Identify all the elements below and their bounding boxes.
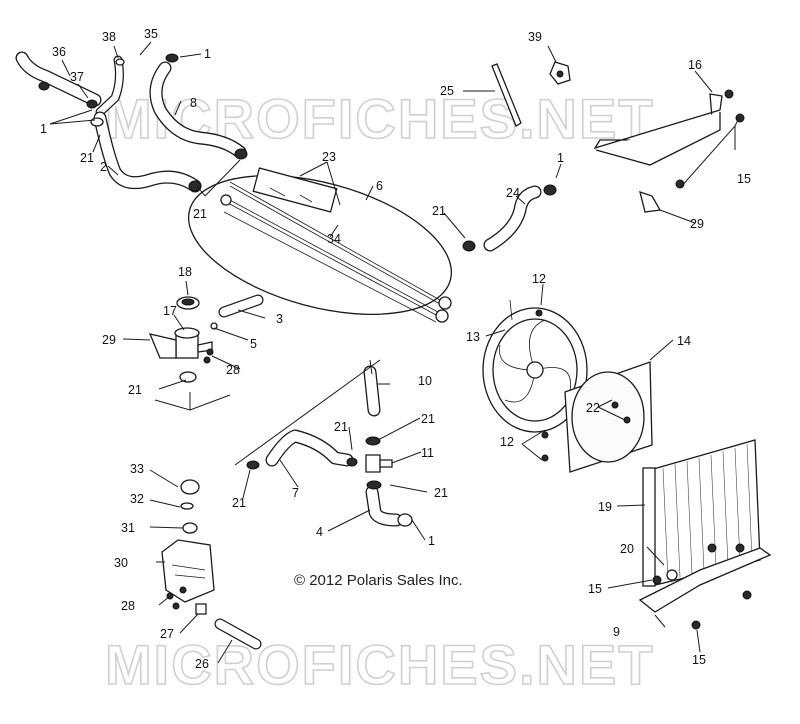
bracket-9 [638, 543, 772, 630]
callout-35: 35 [144, 27, 158, 41]
leader-lines [49, 41, 741, 664]
callout-15: 15 [737, 172, 751, 186]
radiator-19 [642, 439, 761, 587]
bracket-16 [593, 89, 745, 189]
callout-14: 14 [677, 334, 691, 348]
clamp-21-right [462, 240, 476, 252]
callout-21: 21 [421, 412, 435, 426]
callout-24: 24 [506, 186, 520, 200]
clamps-center [246, 436, 413, 527]
callout-38: 38 [102, 30, 116, 44]
elbow-4 [365, 485, 403, 527]
bolt-12-upper [535, 309, 543, 317]
callout-29: 29 [102, 333, 116, 347]
clamp-21-res [179, 371, 197, 383]
callout-21: 21 [80, 151, 94, 165]
callout-37: 37 [70, 70, 84, 84]
callout-21: 21 [434, 486, 448, 500]
rod-25 [491, 63, 522, 127]
callout-1: 1 [428, 534, 435, 548]
clamps-top-left [38, 53, 248, 192]
callout-7: 7 [292, 486, 299, 500]
cap-18 [176, 296, 200, 310]
clamp-1-right [543, 184, 557, 196]
callout-26: 26 [195, 657, 209, 671]
callout-21: 21 [432, 204, 446, 218]
callout-21: 21 [334, 420, 348, 434]
callout-1: 1 [557, 151, 564, 165]
hose-10 [363, 365, 381, 417]
callout-6: 6 [376, 179, 383, 193]
hose-7 [265, 429, 354, 467]
callout-12: 12 [532, 272, 546, 286]
copyright-text: © 2012 Polaris Sales Inc. [294, 572, 463, 589]
bottle-30 [161, 539, 215, 610]
gasket-32 [180, 502, 194, 510]
fitting-5 [210, 322, 218, 330]
sensor-39 [549, 61, 571, 85]
callout-33: 33 [130, 462, 144, 476]
callout-20: 20 [620, 542, 634, 556]
callout-3: 3 [276, 312, 283, 326]
callout-11: 11 [421, 446, 434, 460]
callout-25: 25 [440, 84, 454, 98]
callout-21: 21 [193, 207, 207, 221]
callout-21: 21 [128, 383, 142, 397]
callout-labels: 36 38 35 1 37 1 8 21 2 21 23 6 34 39 25 … [40, 27, 751, 671]
callout-16: 16 [688, 58, 702, 72]
callout-31: 31 [121, 521, 135, 535]
callout-30: 30 [114, 556, 128, 570]
filler-neck-17 [148, 327, 213, 359]
callout-22: 22 [586, 401, 600, 415]
shroud-14 [541, 361, 653, 473]
callout-10: 10 [418, 374, 432, 388]
hose-24 [483, 185, 542, 252]
callout-39: 39 [528, 30, 542, 44]
callout-1: 1 [40, 122, 47, 136]
callout-13: 13 [466, 330, 480, 344]
hose-36 [15, 51, 102, 107]
fan-13 [482, 299, 588, 433]
callout-1: 1 [204, 47, 211, 61]
tube-assembly-6 [187, 167, 453, 323]
callout-2: 2 [100, 160, 107, 174]
callout-4: 4 [316, 525, 323, 539]
cap-33 [180, 479, 200, 495]
callout-32: 32 [130, 492, 144, 506]
callout-27: 27 [160, 627, 174, 641]
callout-28: 28 [226, 363, 240, 377]
callout-19: 19 [598, 500, 612, 514]
callout-8: 8 [190, 96, 197, 110]
watermark-bottom: MICROFICHES.NET [105, 633, 655, 696]
callout-36: 36 [52, 45, 66, 59]
callout-23: 23 [322, 150, 336, 164]
bracket-29 [639, 191, 662, 213]
fitting-27 [195, 603, 207, 615]
callout-5: 5 [250, 337, 257, 351]
callout-17: 17 [163, 304, 177, 318]
bolts-28-upper [203, 348, 214, 364]
hose-26 [214, 618, 262, 650]
callout-21: 21 [232, 496, 246, 510]
callout-15: 15 [588, 582, 602, 596]
callout-29: 29 [690, 217, 704, 231]
callout-28: 28 [121, 599, 135, 613]
callout-34: 34 [327, 232, 341, 246]
callout-15: 15 [692, 653, 706, 667]
hose-3 [218, 294, 264, 318]
tee-11 [365, 454, 393, 473]
neck-31 [182, 522, 198, 534]
hose-2 [93, 111, 202, 193]
callout-18: 18 [178, 265, 192, 279]
callout-9: 9 [613, 625, 620, 639]
hose-8 [149, 61, 247, 159]
callout-12: 12 [500, 435, 514, 449]
